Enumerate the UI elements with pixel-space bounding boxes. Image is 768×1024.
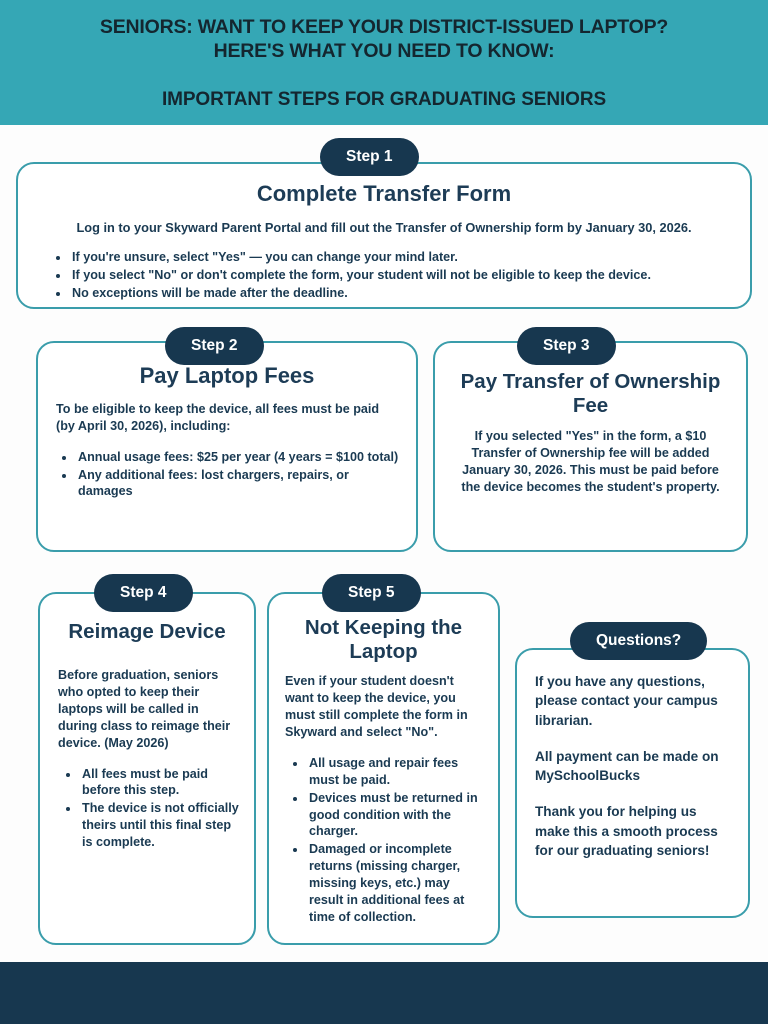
step-2-title: Pay Laptop Fees [139,363,315,388]
step-1-intro: Log in to your Skyward Parent Portal and… [76,219,692,235]
step-3-badge: Step 3 [517,327,616,365]
step-4-card: Reimage Device Before graduation, senior… [38,592,256,945]
step-4-bullet-list: All fees must be paid before this step. … [54,766,240,851]
step-1-badge: Step 1 [320,138,419,176]
step-5-badge: Step 5 [322,574,421,612]
list-item: If you select "No" or don't complete the… [70,267,736,284]
step-4-title: Reimage Device [68,620,226,643]
step-3-title: Pay Transfer of Ownership Fee [460,370,721,418]
step-1-card: Complete Transfer Form Log in to your Sk… [16,162,752,309]
step-4-badge: Step 4 [94,574,193,612]
step-4-intro: Before graduation, seniors who opted to … [58,668,231,750]
footer-band [0,962,768,1024]
step-3-intro: If you selected "Yes" in the form, a $10… [461,429,720,494]
step-2-bullet-list: Annual usage fees: $25 per year (4 years… [52,449,402,501]
header-title-line-2: HERE'S WHAT YOU NEED TO KNOW: [213,39,555,62]
list-item: Damaged or incomplete returns (missing c… [307,841,484,925]
step-2-badge: Step 2 [165,327,264,365]
step-5-bullet-list: All usage and repair fees must be paid. … [283,755,484,926]
step-1-title: Complete Transfer Form [256,181,512,206]
step-5-intro: Even if your student doesn't want to kee… [285,674,468,739]
step-2-intro: To be eligible to keep the device, all f… [56,401,380,433]
list-item: Devices must be returned in good conditi… [307,790,484,841]
step-5-card: Not Keeping the Laptop Even if your stud… [267,592,500,945]
list-item: The device is not officially theirs unti… [80,800,240,851]
step-5-title: Not Keeping the Laptop [304,616,463,664]
questions-paragraph-1: If you have any questions, please contac… [535,674,718,728]
list-item: Any additional fees: lost chargers, repa… [76,467,402,501]
list-item: No exceptions will be made after the dea… [70,285,736,302]
step-3-card: Pay Transfer of Ownership Fee If you sel… [433,341,748,552]
step-1-bullet-list: If you're unsure, select "Yes" — you can… [32,249,736,302]
list-item: If you're unsure, select "Yes" — you can… [70,249,736,266]
step-2-card: Pay Laptop Fees To be eligible to keep t… [36,341,418,552]
questions-badge: Questions? [570,622,708,660]
header-subtitle: IMPORTANT STEPS FOR GRADUATING SENIORS [161,88,607,110]
questions-card: If you have any questions, please contac… [515,648,750,918]
list-item: All usage and repair fees must be paid. [307,755,484,789]
list-item: All fees must be paid before this step. [80,766,240,800]
header-band: SENIORS: WANT TO KEEP YOUR DISTRICT-ISSU… [0,0,768,125]
questions-paragraph-3: Thank you for helping us make this a smo… [535,804,718,859]
questions-paragraph-2: All payment can be made on MySchoolBucks [535,748,719,784]
header-title-line-1: SENIORS: WANT TO KEEP YOUR DISTRICT-ISSU… [99,16,669,38]
list-item: Annual usage fees: $25 per year (4 years… [76,449,402,466]
